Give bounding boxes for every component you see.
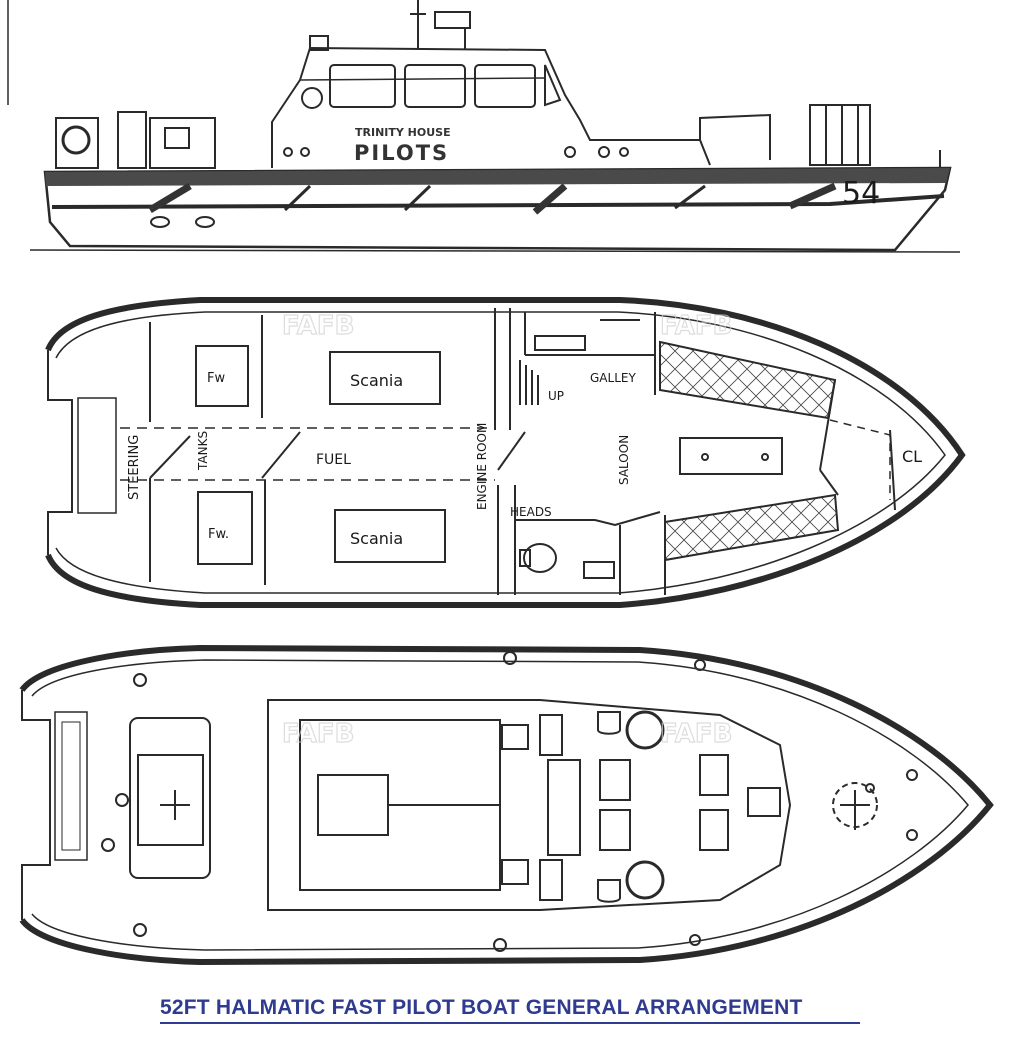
- label-fw-starboard: Fw.: [208, 527, 229, 542]
- label-fw-port: Fw: [207, 371, 225, 386]
- label-steering: STEERING: [127, 435, 142, 500]
- profile-house-name: TRINITY HOUSE: [355, 126, 451, 139]
- label-centreline: CL: [902, 447, 922, 466]
- label-tanks: TANKS: [196, 431, 210, 471]
- label-engine-port: Scania: [350, 371, 403, 390]
- label-galley: GALLEY: [590, 371, 636, 385]
- profile-service-name: PILOTS: [354, 141, 449, 165]
- profile-hull-number: 54: [842, 176, 880, 211]
- label-up: UP: [548, 389, 564, 403]
- watermark: FAFB: [282, 719, 354, 749]
- watermark: FAFB: [660, 311, 732, 341]
- label-heads: HEADS: [510, 505, 552, 519]
- label-engine-starboard: Scania: [350, 529, 403, 548]
- watermark: FAFB: [282, 311, 354, 341]
- label-engine-room: ENGINE ROOM: [475, 423, 489, 510]
- main-deck-plan: [19, 644, 994, 966]
- label-fuel: FUEL: [316, 452, 351, 468]
- lower-deck-plan: [45, 297, 966, 608]
- label-saloon: SALOON: [617, 435, 631, 485]
- drawing-caption: 52FT HALMATIC FAST PILOT BOAT GENERAL AR…: [160, 996, 860, 1024]
- watermark: FAFB: [660, 719, 732, 749]
- profile-view: [7, 0, 961, 253]
